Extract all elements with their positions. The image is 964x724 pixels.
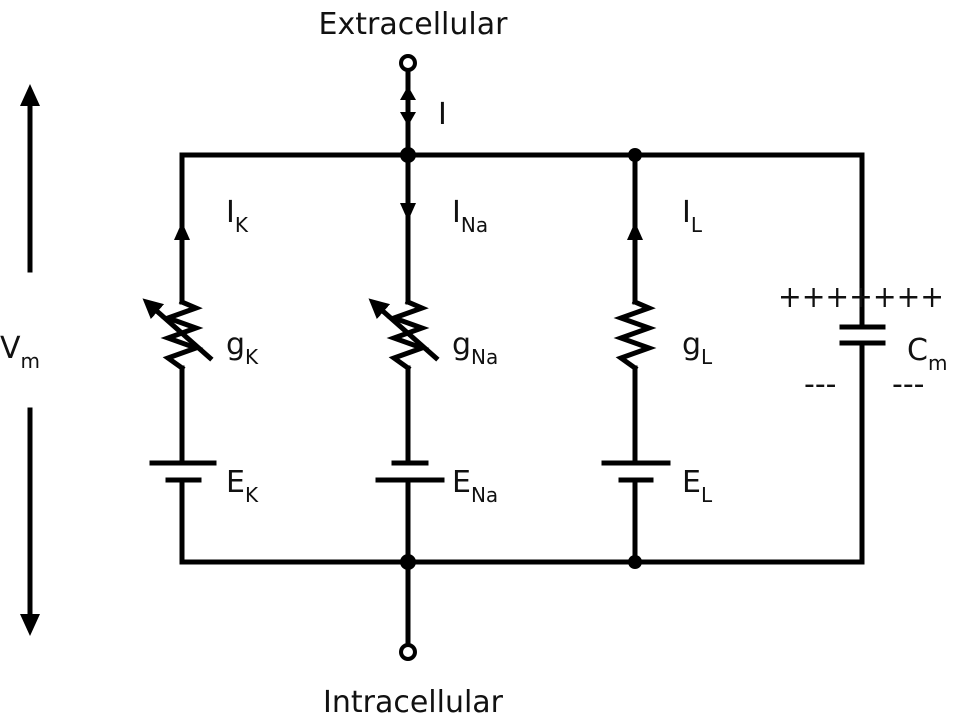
gl-label: gL [682, 327, 713, 369]
arrow-down-icon [400, 112, 416, 126]
intracellular-terminal [399, 559, 417, 661]
ek-label: EK [226, 465, 259, 507]
sodium-branch [368, 152, 445, 565]
battery-icon [375, 460, 445, 483]
potassium-branch [142, 152, 217, 565]
total-current-label: I [438, 97, 447, 132]
membrane-voltage-arrow: Vm [0, 84, 40, 636]
el-label: EL [682, 465, 713, 507]
capacitor-plus-charges: +++++++ [778, 280, 944, 315]
ik-label: IK [226, 195, 249, 237]
gk-label: gK [226, 327, 259, 369]
extracellular-terminal [399, 54, 417, 158]
il-label: IL [682, 195, 703, 237]
current-arrow-up-icon [627, 222, 643, 240]
arrow-down-icon [20, 614, 40, 636]
current-arrow-down-icon [400, 203, 416, 221]
extracellular-label: Extracellular [319, 7, 509, 42]
capacitor-icon [839, 324, 886, 346]
ina-label: INa [452, 195, 488, 237]
capacitor-label: Cm [907, 333, 947, 375]
intracellular-label: Intracellular [323, 685, 504, 720]
battery-icon [149, 460, 217, 483]
battery-icon [601, 460, 671, 483]
capacitor-minus-right: --- [892, 367, 924, 402]
gna-label: gNa [452, 327, 498, 369]
arrow-up-icon [20, 84, 40, 106]
vm-label: Vm [0, 331, 40, 373]
ena-label: ENa [452, 465, 498, 507]
capacitor-branch: +++++++ --- --- Cm [778, 152, 947, 565]
arrow-up-icon [400, 86, 416, 100]
resistor-icon [613, 298, 657, 372]
leak-branch [601, 152, 671, 565]
capacitor-minus-left: --- [804, 367, 836, 402]
current-arrow-up-icon [174, 222, 190, 240]
